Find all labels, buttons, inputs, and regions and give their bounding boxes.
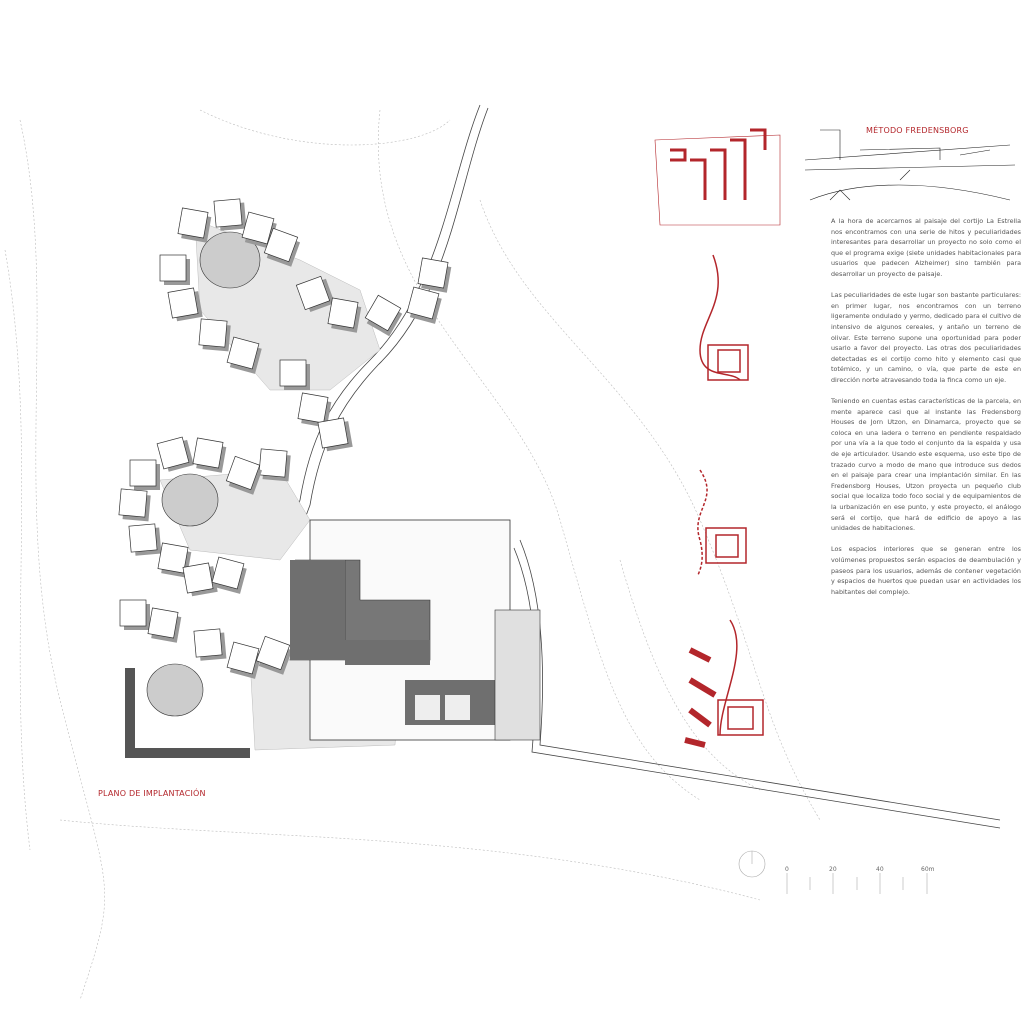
housing-unit <box>193 628 223 658</box>
housing-unit <box>317 417 349 449</box>
housing-unit <box>198 318 228 348</box>
tree-groves <box>146 231 261 717</box>
housing-unit <box>225 455 261 491</box>
housing-unit <box>417 257 449 289</box>
housing-unit <box>263 227 299 263</box>
scale-label: 60m <box>921 866 935 873</box>
housing-unit <box>213 198 243 228</box>
scale-label: 20 <box>829 866 837 873</box>
housing-unit <box>406 286 440 320</box>
method-title: MÉTODO FREDENSBORG <box>866 126 969 135</box>
housing-unit <box>241 211 275 245</box>
housing-unit <box>177 207 209 239</box>
scale-label: 40 <box>876 866 884 873</box>
topographic-contours <box>4 109 821 1001</box>
housing-unit <box>327 297 359 329</box>
housing-unit <box>258 448 288 478</box>
housing-unit <box>147 607 179 639</box>
paragraph: Los espacios interiores que se generan e… <box>831 545 1021 596</box>
housing-unit <box>157 542 189 574</box>
housing-unit <box>226 336 260 370</box>
housing-unit <box>255 635 291 671</box>
plan-title: PLANO DE IMPLANTACIÓN <box>98 789 206 798</box>
housing-unit <box>297 392 329 424</box>
housing-unit <box>182 562 214 594</box>
paragraph: A la hora de acercarnos al paisaje del c… <box>831 217 1021 278</box>
paragraph: Las peculiaridades de este lugar son bas… <box>831 291 1021 384</box>
scale-label: 0 <box>785 866 789 873</box>
north-arrow <box>738 850 766 878</box>
perspective-sketch <box>804 129 1016 201</box>
housing-unit <box>156 436 190 470</box>
housing-unit <box>118 488 148 518</box>
housing-unit <box>119 599 147 627</box>
housing-unit <box>279 359 307 387</box>
description-text: A la hora de acercarnos al paisaje del c… <box>831 216 1021 608</box>
housing-unit <box>211 556 245 590</box>
housing-unit <box>364 294 402 332</box>
red-sketches <box>654 128 781 748</box>
scale-bar <box>786 873 928 894</box>
housing-unit <box>129 459 157 487</box>
housing-unit <box>159 254 187 282</box>
cortijo-building <box>125 519 541 758</box>
housing-unit <box>192 437 224 469</box>
housing-unit <box>167 287 199 319</box>
housing-unit <box>128 523 158 553</box>
housing-units <box>118 198 452 679</box>
housing-unit <box>226 641 260 675</box>
housing-unit <box>295 275 331 311</box>
paragraph: Teniendo en cuentas estas característica… <box>831 397 1021 533</box>
